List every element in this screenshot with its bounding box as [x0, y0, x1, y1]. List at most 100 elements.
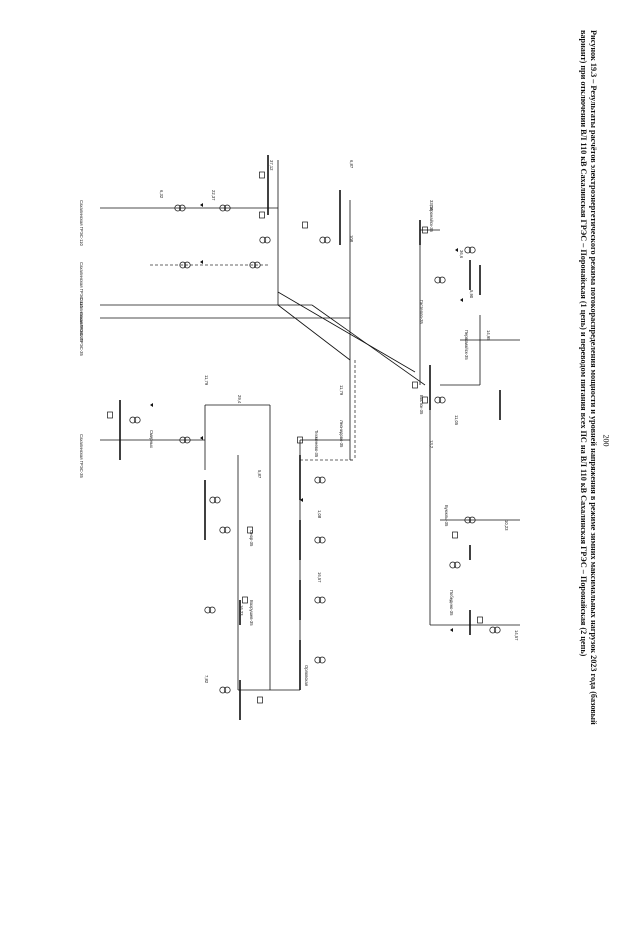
transformer-winding: [318, 596, 326, 604]
transformer-winding: [183, 436, 191, 444]
transformer-winding: [263, 236, 271, 244]
node-value: 11,79: [204, 375, 209, 386]
substation-name: Гастелло-35: [419, 300, 424, 325]
substation-name: Леонидово-35: [339, 420, 344, 448]
transformer-winding: [453, 561, 461, 569]
breaker-box: [107, 411, 113, 419]
node-value: 6,32: [159, 190, 164, 199]
transformer-winding: [438, 396, 446, 404]
node-value: 5,87: [257, 470, 262, 479]
transformer-winding: [314, 596, 322, 604]
transformer-winding: [468, 246, 476, 254]
node-value: 37,12: [269, 160, 274, 171]
substation-name: Поронайск-35: [429, 205, 434, 233]
transformer-winding: [434, 276, 442, 284]
transformer-winding: [129, 416, 137, 424]
substation-name: Вахрушев-35: [249, 600, 254, 626]
transformer-winding: [223, 686, 231, 694]
substation-name: Восток-35: [419, 395, 424, 415]
node-value: 33,18: [429, 200, 434, 211]
line-name: Сахалинская ГРЭС-110: [79, 200, 84, 246]
transformer-winding: [179, 436, 187, 444]
transformer-winding: [318, 536, 326, 544]
trunk-line: [277, 291, 416, 373]
transformer-winding: [449, 561, 457, 569]
breaker-box: [259, 211, 265, 219]
transformer-winding: [318, 656, 326, 664]
breaker-box: [247, 526, 253, 534]
substation-name: Смирных: [149, 430, 154, 449]
transformer-winding: [493, 626, 501, 634]
breaker-box: [477, 616, 483, 624]
transformer-winding: [314, 476, 322, 484]
caption-line-2: вариант) при отключении ВЛ 110 кВ Сахали…: [579, 30, 588, 657]
node-value: 11,05: [454, 415, 459, 426]
flow-arrow: [450, 628, 453, 632]
caption-line-1: Рисунок 19.3 – Результаты расчётов элект…: [589, 30, 598, 725]
trunk-line: [277, 304, 351, 361]
node-value: 14,95: [486, 330, 491, 341]
transformer-winding: [209, 496, 217, 504]
substation-name: Онор-35: [249, 530, 254, 547]
transformer-winding: [314, 536, 322, 544]
node-value: 13,2: [429, 440, 434, 449]
transformer-winding: [178, 204, 186, 212]
transformer-winding: [219, 686, 227, 694]
flow-arrow: [455, 248, 458, 252]
transformer-winding: [208, 606, 216, 614]
line-name: Сахалинская ГРЭС-35: [79, 434, 84, 478]
transformer-winding: [219, 204, 227, 212]
node-value: 22,37: [211, 190, 216, 201]
breaker-box: [422, 396, 428, 404]
node-value: 16,57: [317, 572, 322, 583]
node-value: 1,08: [317, 510, 322, 519]
transformer-winding: [319, 236, 327, 244]
transformer-winding: [434, 396, 442, 404]
transformer-winding: [174, 204, 182, 212]
transformer-winding: [249, 261, 257, 269]
substation-name: Орловская: [304, 665, 309, 686]
transformer-winding: [464, 246, 472, 254]
node-value: 14,57: [514, 630, 519, 641]
line-name: Сахалинская ГРЭС-35: [79, 298, 84, 342]
node-value: 29,4: [237, 395, 242, 404]
substation-name: Победино-35: [449, 590, 454, 616]
flow-arrow: [200, 260, 203, 264]
node-value: 7,82: [204, 675, 209, 684]
breaker-box: [422, 226, 428, 234]
flow-arrow: [300, 498, 303, 502]
transformer-winding: [464, 516, 472, 524]
line-name: Сахалинская ГРЭС-110: [79, 262, 84, 308]
transformer-winding: [179, 261, 187, 269]
node-value: 10,23: [504, 520, 509, 531]
node-value: 11,79: [339, 385, 344, 396]
figure-caption: Рисунок 19.3 – Результаты расчётов элект…: [576, 30, 598, 935]
transformer-winding: [323, 236, 331, 244]
breaker-box: [302, 221, 308, 229]
page-number: 200: [601, 434, 611, 447]
flow-arrow: [200, 203, 203, 207]
transformer-winding: [259, 236, 267, 244]
node-value: 108: [349, 235, 354, 243]
transformer-winding: [183, 261, 191, 269]
breaker-box: [452, 531, 458, 539]
flow-arrow: [200, 436, 203, 440]
transformer-winding: [438, 276, 446, 284]
transformer-winding: [468, 516, 476, 524]
transformer-winding: [314, 656, 322, 664]
line-name: Сахалинская ГРЭС-35: [79, 312, 84, 356]
node-value: 5,90: [469, 290, 474, 299]
substation-name: Первомайск-35: [464, 330, 469, 360]
transformer-winding: [223, 204, 231, 212]
breaker-box: [242, 596, 248, 604]
trunk-line: [311, 304, 426, 386]
substation-name: Буюклы-35: [444, 505, 449, 527]
breaker-box: [259, 171, 265, 179]
breaker-box: [412, 381, 418, 389]
flow-arrow: [150, 403, 153, 407]
transformer-winding: [253, 261, 261, 269]
transformer-winding: [219, 526, 227, 534]
transformer-winding: [489, 626, 497, 634]
